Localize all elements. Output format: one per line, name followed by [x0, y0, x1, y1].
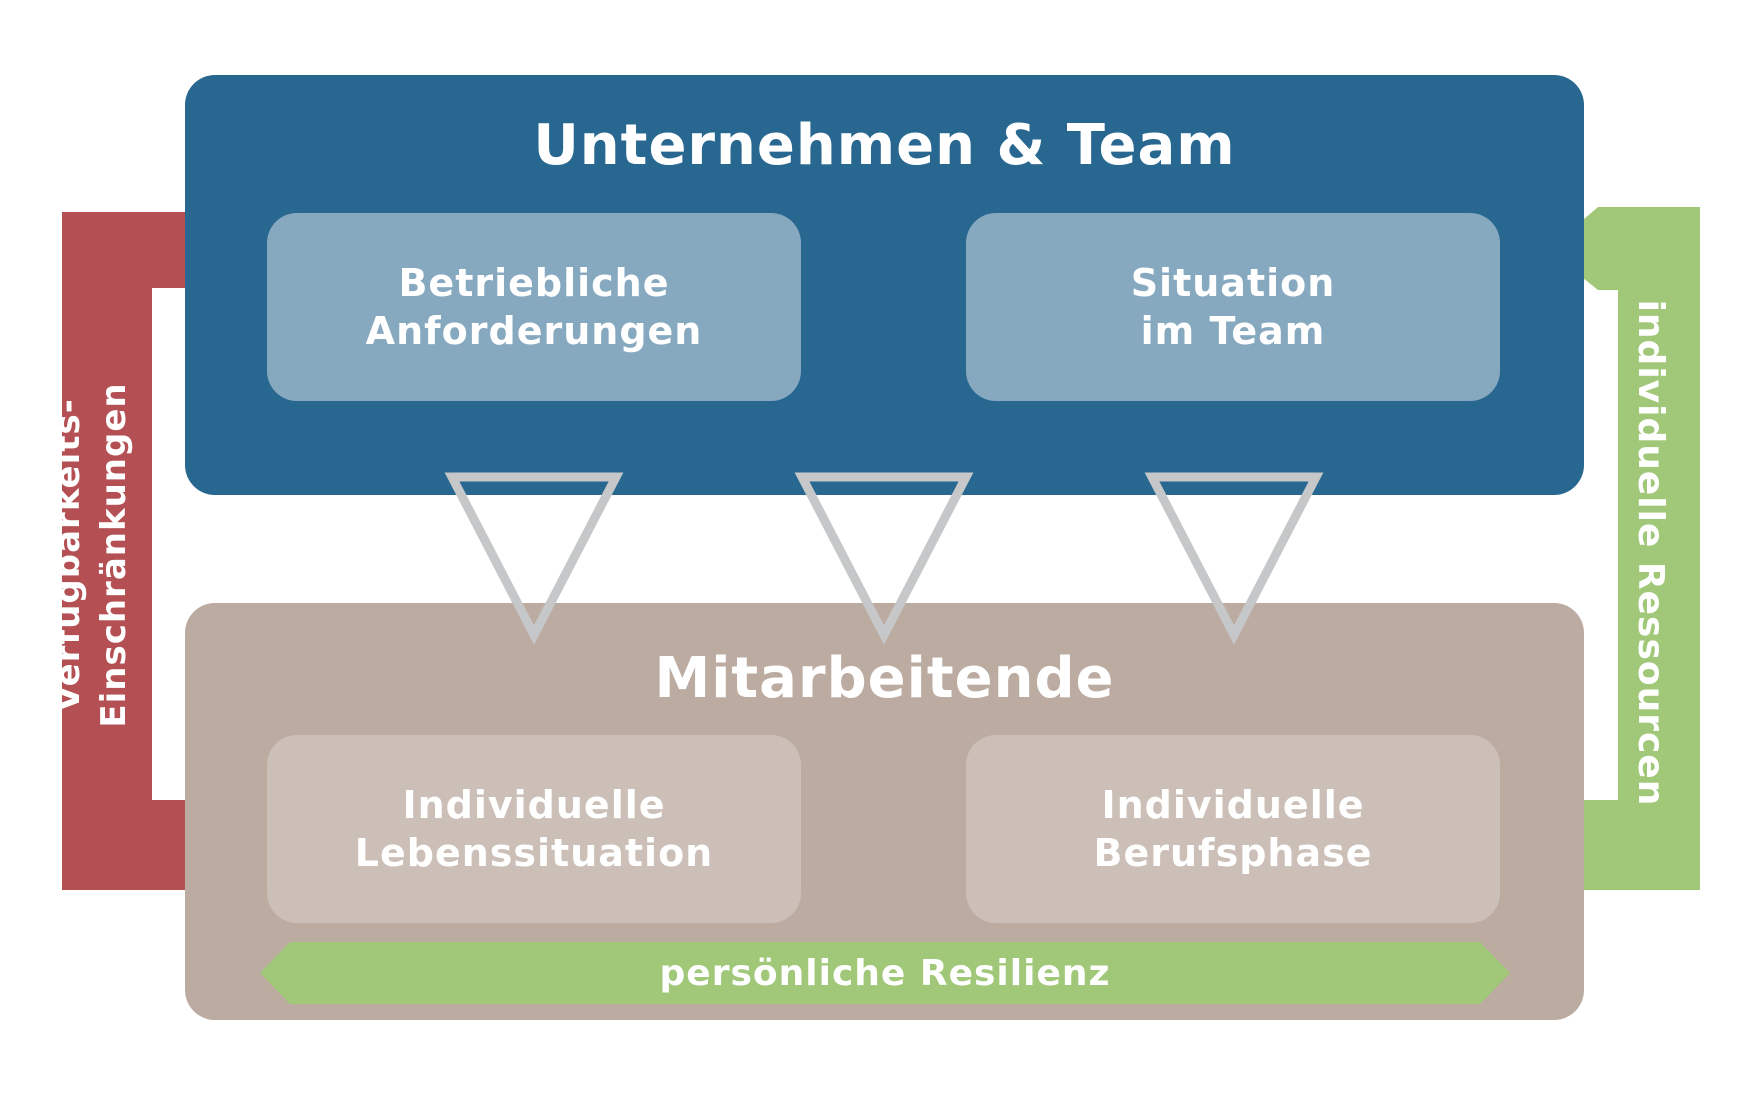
- career-phase-line-1: Individuelle: [1101, 783, 1365, 827]
- life-situation-line-2: Lebenssituation: [354, 831, 714, 875]
- operational-requirements-line-1: Betriebliche: [398, 261, 670, 305]
- team-situation-line-1: Situation: [1130, 261, 1336, 305]
- resilience-arrow-shape: [260, 942, 1510, 1004]
- funnel-right: [1144, 472, 1324, 645]
- career-phase-line-2: Berufsphase: [1093, 831, 1373, 875]
- employees-title: Mitarbeitende: [654, 646, 1115, 711]
- team-situation-line-2: im Team: [1140, 309, 1326, 353]
- availability-restrictions-line-2: Einschränkungen: [94, 382, 134, 728]
- resilience-bar: [260, 942, 1510, 1004]
- availability-restrictions-label: Verfügbarkeits- Einschränkungen: [45, 255, 145, 855]
- team-situation-box: Situation im Team: [966, 213, 1500, 401]
- company-team-title: Unternehmen & Team: [533, 113, 1236, 178]
- availability-restrictions-line-1: Verfügbarkeits-: [48, 398, 88, 712]
- individual-resources-label: individuelle Ressourcen: [1630, 299, 1671, 807]
- operational-requirements-line-2: Anforderungen: [365, 309, 703, 353]
- company-team-block: Unternehmen & Team Betriebliche Anforder…: [185, 75, 1584, 495]
- funnel-middle: [794, 472, 974, 645]
- career-phase-box: Individuelle Berufsphase: [966, 735, 1500, 923]
- right-arrow-shape: [1548, 207, 1700, 890]
- left-arrow-shape: [62, 212, 232, 890]
- life-situation-box: Individuelle Lebenssituation: [267, 735, 801, 923]
- life-situation-line-1: Individuelle: [402, 783, 666, 827]
- operational-requirements-box: Betriebliche Anforderungen: [267, 213, 801, 401]
- funnel-left: [444, 472, 624, 645]
- resilience-label: persönliche Resilienz: [659, 952, 1111, 994]
